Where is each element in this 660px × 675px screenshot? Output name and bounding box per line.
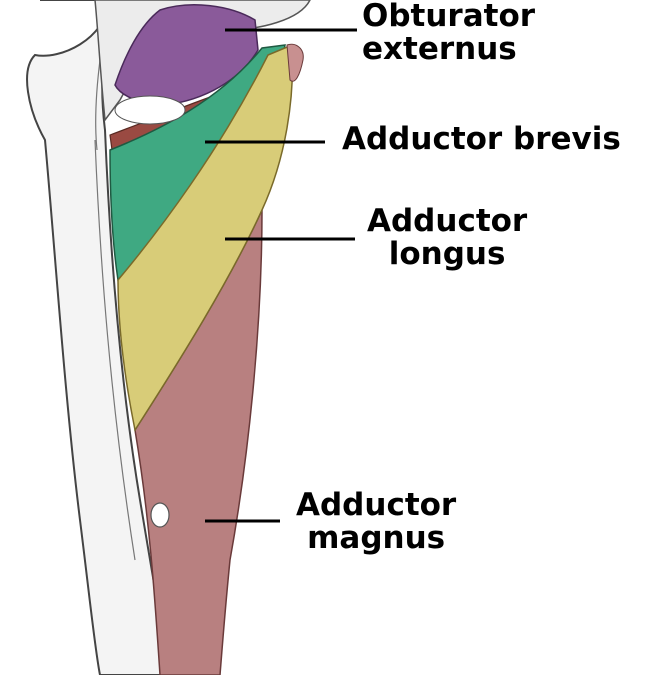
label-brevis-line1: Adductor brevis: [342, 121, 621, 157]
obturator-externus-muscle: [114, 4, 259, 106]
adductor-hiatus: [150, 502, 170, 528]
femur-bone: [26, 0, 172, 675]
label-adductor-brevis: Adductor brevis: [342, 123, 621, 156]
label-longus-line2: longus: [388, 236, 506, 272]
label-longus-line1: Adductor: [367, 203, 528, 239]
foramen-gap: [114, 95, 186, 125]
label-magnus-line1: Adductor: [296, 487, 457, 523]
pubic-tab: [286, 43, 304, 82]
label-magnus-line2: magnus: [307, 520, 446, 556]
label-obturator-externus: Obturator externus: [362, 0, 535, 66]
label-obturator-line2: externus: [362, 31, 517, 67]
label-adductor-magnus: Adductor magnus: [296, 489, 456, 555]
label-adductor-longus: Adductor longus: [367, 205, 527, 271]
label-obturator-line1: Obturator: [362, 0, 536, 34]
femur-shading: [94, 59, 136, 561]
